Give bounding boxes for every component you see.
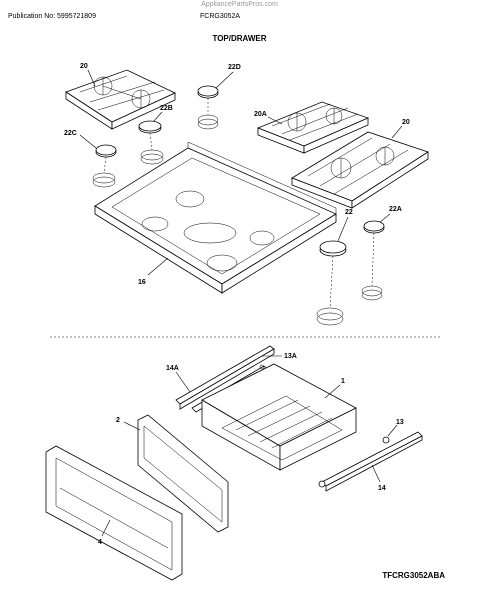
burner-head-22a-icon (361, 232, 383, 301)
drawer-body-icon (201, 363, 357, 471)
burner-head-22b-icon (140, 132, 164, 165)
burner-cap-22b-icon (138, 120, 162, 134)
callout-22c: 22C (64, 130, 77, 137)
burner-head-22c-icon (92, 156, 116, 188)
callout-roller-13: 13 (396, 419, 404, 426)
grate-right-icon (291, 131, 429, 209)
burner-cap-22d-icon (197, 85, 219, 99)
burner-cap-22c-icon (95, 144, 117, 158)
callout-drawer-front: 4 (98, 539, 102, 546)
model-number: FCRG3052A (200, 13, 241, 20)
callout-cooktop: 16 (138, 279, 146, 286)
burner-cap-22a-icon (363, 220, 385, 234)
drawer-panel-icon (137, 414, 229, 533)
callout-grate-right: 20 (402, 119, 410, 126)
callout-22: 22 (345, 209, 353, 216)
section-title: TOP/DRAWER (212, 34, 267, 43)
callout-22b: 22B (160, 105, 173, 112)
cooktop-icon (94, 141, 337, 294)
burner-head-22d-icon (197, 98, 219, 130)
publication-number: Publication No: 5995721809 (8, 13, 96, 20)
callout-grate-left: 20 (80, 63, 88, 70)
callout-22a: 22A (389, 206, 402, 213)
watermark: AppliancePartsPros.com (201, 1, 278, 8)
callout-drawer-panel: 2 (116, 417, 120, 424)
figure-code: TFCRG3052ABA (382, 571, 445, 580)
callout-14a: 14A (166, 365, 179, 372)
grate-20a-icon (256, 101, 370, 154)
callout-22d: 22D (228, 64, 241, 71)
rail-14a-icon (175, 345, 275, 410)
rail-14-icon (318, 431, 423, 492)
roller-13-icon (382, 436, 390, 444)
callout-rail-14: 14 (378, 485, 386, 492)
callout-20a: 20A (254, 111, 267, 118)
callout-drawer-body: 1 (341, 378, 345, 385)
callout-13a: 13A (284, 353, 297, 360)
grate-left-icon (65, 69, 176, 130)
burner-cap-22-icon (319, 240, 347, 257)
burner-head-22-icon (316, 255, 344, 326)
drawer-front-icon (45, 445, 183, 581)
